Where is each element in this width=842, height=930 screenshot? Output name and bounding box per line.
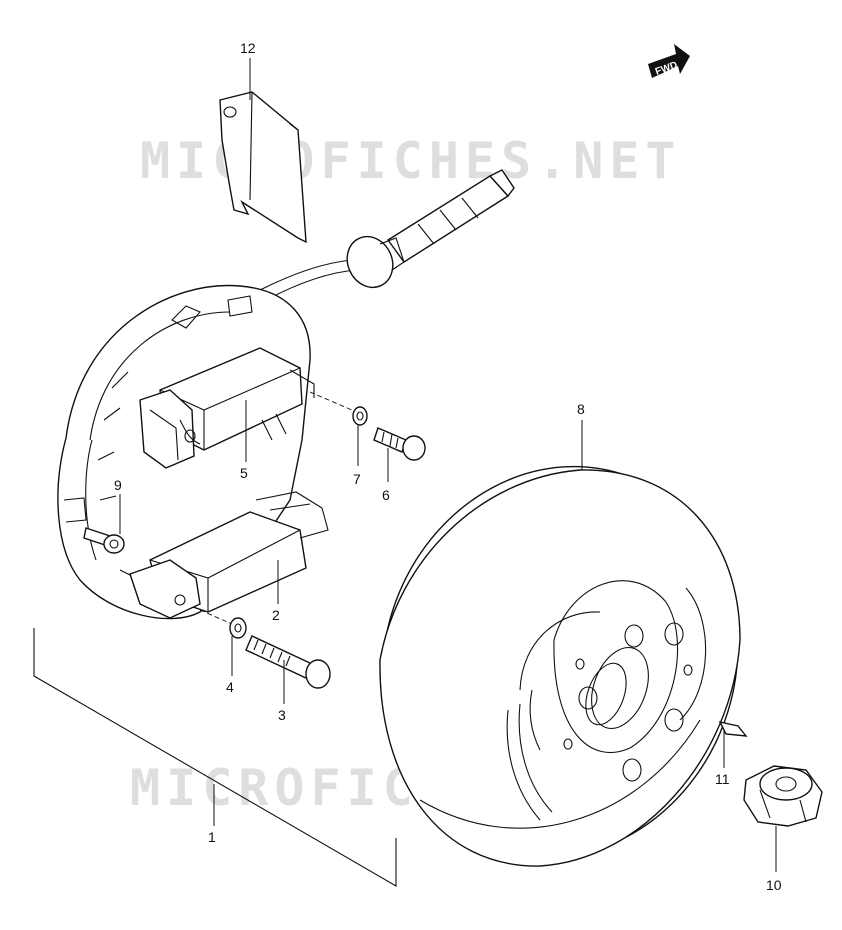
callout-4: 4 xyxy=(226,679,234,695)
part-8-flywheel xyxy=(379,465,741,867)
watermark-top: MICROFICHES.NET xyxy=(140,132,682,190)
assembly-line-upper xyxy=(309,391,353,411)
part-9-screw xyxy=(83,527,125,554)
callout-1: 1 xyxy=(208,829,216,845)
callout-6: 6 xyxy=(382,487,390,503)
callout-7: 7 xyxy=(353,471,361,487)
assembly-bracket-1 xyxy=(33,628,397,887)
fwd-arrow-icon: FWD xyxy=(648,44,690,78)
callout-3: 3 xyxy=(278,707,286,723)
part-2-coil xyxy=(129,491,329,619)
part-3-screw xyxy=(245,635,331,689)
callout-2: 2 xyxy=(272,607,280,623)
part-6-screw xyxy=(373,427,426,461)
part-5-coil xyxy=(139,347,315,469)
callout-5: 5 xyxy=(240,465,248,481)
callout-10: 10 xyxy=(766,877,782,893)
part-7-washer xyxy=(352,406,368,426)
callout-11: 11 xyxy=(715,771,730,787)
callout-12: 12 xyxy=(240,40,256,56)
part-10-nut xyxy=(743,765,823,827)
wire-harness xyxy=(259,169,515,301)
part-4-washer xyxy=(229,617,247,639)
part-12-bracket xyxy=(219,91,307,244)
assembly-line-lower xyxy=(199,609,233,625)
callout-9: 9 xyxy=(114,477,122,493)
callout-8: 8 xyxy=(577,401,585,417)
